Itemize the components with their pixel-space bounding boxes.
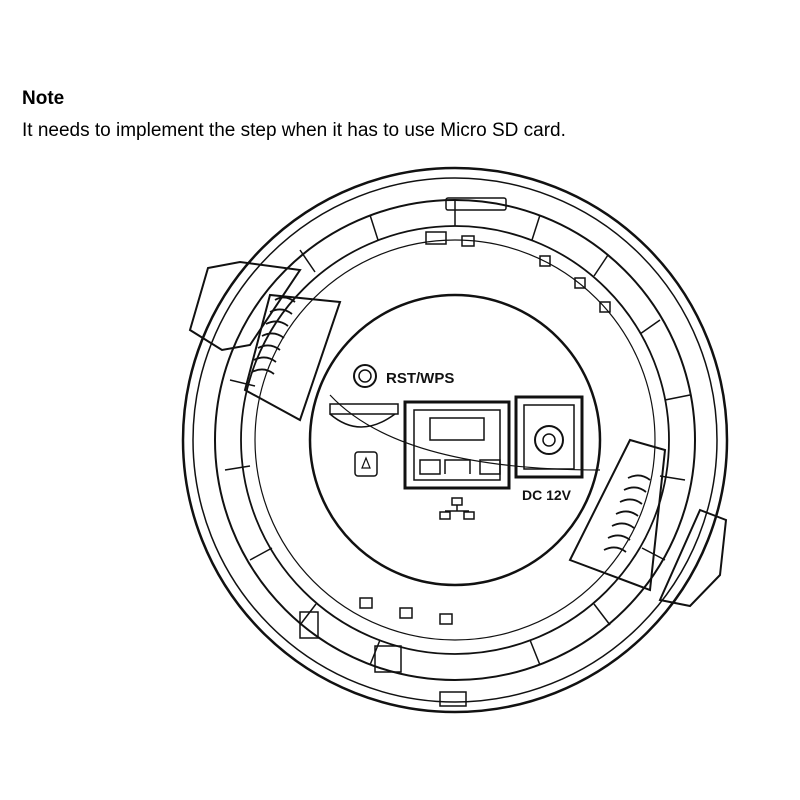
note-title: Note [22,88,65,109]
network-icon [439,497,475,520]
dc-power-jack[interactable] [514,395,584,479]
micro-sd-slot[interactable] [329,403,399,428]
ethernet-port[interactable] [403,400,511,490]
left-clip [188,260,342,422]
micro-sd-icon [354,451,378,477]
reset-button[interactable] [353,364,377,388]
right-clip [568,438,728,608]
dc-12v-label: DC 12V [522,487,572,503]
note-text: It needs to implement the step when it h… [22,120,566,141]
rst-wps-label: RST/WPS [386,370,454,387]
ring-slots [224,197,691,707]
outer-housing [181,166,729,714]
